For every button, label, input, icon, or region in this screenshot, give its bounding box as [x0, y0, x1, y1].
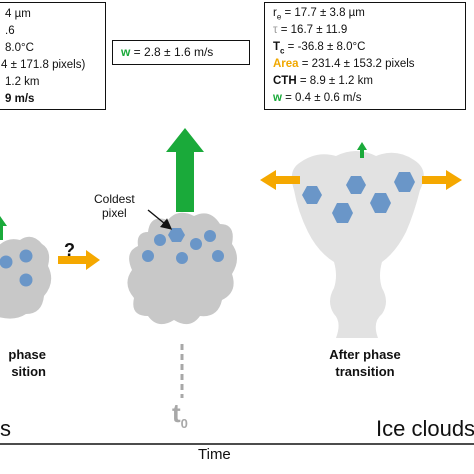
w-label: w — [273, 92, 282, 104]
w-value: = 0.4 ± 0.6 m/s — [281, 92, 362, 104]
cth-line: CTH = 8.9 ± 1.2 km — [273, 75, 373, 87]
ice-updraft-arrow — [357, 142, 367, 158]
ice-cloud — [291, 151, 424, 338]
left-phase-line-2: sition — [11, 364, 46, 379]
ice-hexagon — [332, 203, 353, 223]
after-phase-line-1: After phase — [329, 347, 401, 362]
cth-label: CTH — [273, 75, 297, 87]
tc-value: = -36.8 ± 8.0°C — [284, 41, 366, 53]
area-line: Area = 231.4 ± 153.2 pixels — [273, 58, 415, 70]
ice-hexagon — [346, 176, 366, 194]
right-info-box: re = 17.7 ± 3.8 µm τ = 16.7 ± 11.9 Tc = … — [264, 2, 466, 110]
middle-particle — [212, 250, 224, 262]
ice-left-lateral-arrow — [260, 170, 300, 190]
t0-label: t0 — [172, 398, 188, 431]
coldest-label-line-2: pixel — [102, 206, 127, 220]
left-lateral-arrow — [58, 250, 100, 270]
re-subscript: e — [276, 12, 282, 22]
left-bottom-label: s — [0, 416, 11, 441]
coldest-pixel-label: Coldest pixel — [94, 192, 135, 220]
re-line: re = 17.7 ± 3.8 µm — [273, 7, 365, 21]
area-label: Area — [273, 58, 299, 70]
after-phase-line-2: transition — [335, 364, 395, 379]
middle-particle — [190, 238, 202, 250]
left-phase-label: phase sition — [0, 346, 46, 380]
coldest-pixel-hexagon — [168, 228, 185, 242]
coldest-label-line-1: Coldest — [94, 192, 135, 206]
ice-clouds-label: Ice clouds — [376, 416, 474, 441]
tau-line: τ = 16.7 ± 11.9 — [273, 24, 347, 36]
cth-value: = 8.9 ± 1.2 km — [296, 75, 373, 87]
middle-w-value: = 2.8 ± 1.6 m/s — [130, 45, 214, 59]
tau-symbol: τ — [273, 24, 278, 36]
left-box-line-1: 4 µm — [5, 8, 31, 20]
w-line: w = 0.4 ± 0.6 m/s — [273, 92, 361, 104]
tc-subscript: c — [280, 46, 285, 56]
middle-particle — [204, 230, 216, 242]
left-particle — [0, 255, 13, 269]
ice-hexagon — [370, 193, 391, 213]
middle-info-box: w = 2.8 ± 1.6 m/s — [112, 40, 250, 65]
after-phase-label: After phase transition — [310, 346, 420, 380]
left-particle — [19, 273, 33, 287]
left-box-line-2: .6 — [5, 25, 15, 37]
re-value: = 17.7 ± 3.8 µm — [281, 7, 365, 19]
area-value: = 231.4 ± 153.2 pixels — [298, 58, 415, 70]
middle-particle — [154, 234, 166, 246]
middle-particle — [176, 252, 188, 264]
tau-value: = 16.7 ± 11.9 — [277, 24, 348, 36]
left-box-line-5: 1.2 km — [5, 76, 40, 88]
re-symbol: r — [273, 7, 277, 19]
t0-subscript: 0 — [180, 416, 188, 432]
middle-w-line: w = 2.8 ± 1.6 m/s — [121, 45, 213, 59]
ice-hexagon — [302, 186, 322, 204]
coldest-pixel-pointer — [147, 209, 173, 230]
time-label: Time — [198, 446, 231, 463]
middle-cloud — [127, 212, 237, 325]
left-info-box: 4 µm .6 8.0°C 4 ± 171.8 pixels) 1.2 km 9… — [0, 2, 106, 110]
left-phase-line-1: phase — [8, 347, 46, 362]
left-particle — [19, 249, 33, 263]
t0-main: t — [172, 398, 181, 428]
left-box-line-4: 4 ± 171.8 pixels) — [1, 59, 86, 71]
left-updraft-arrow — [0, 216, 7, 240]
question-mark: ? — [64, 240, 75, 260]
left-box-line-6: 9 m/s — [5, 93, 35, 105]
ice-right-lateral-arrow — [422, 170, 462, 190]
middle-updraft-arrow — [166, 128, 204, 212]
tc-line: Tc = -36.8 ± 8.0°C — [273, 41, 365, 55]
tc-symbol: T — [273, 41, 281, 53]
middle-particle — [142, 250, 154, 262]
middle-w-label: w — [121, 45, 131, 59]
left-box-line-3: 8.0°C — [5, 42, 34, 54]
ice-hexagon — [394, 172, 415, 192]
